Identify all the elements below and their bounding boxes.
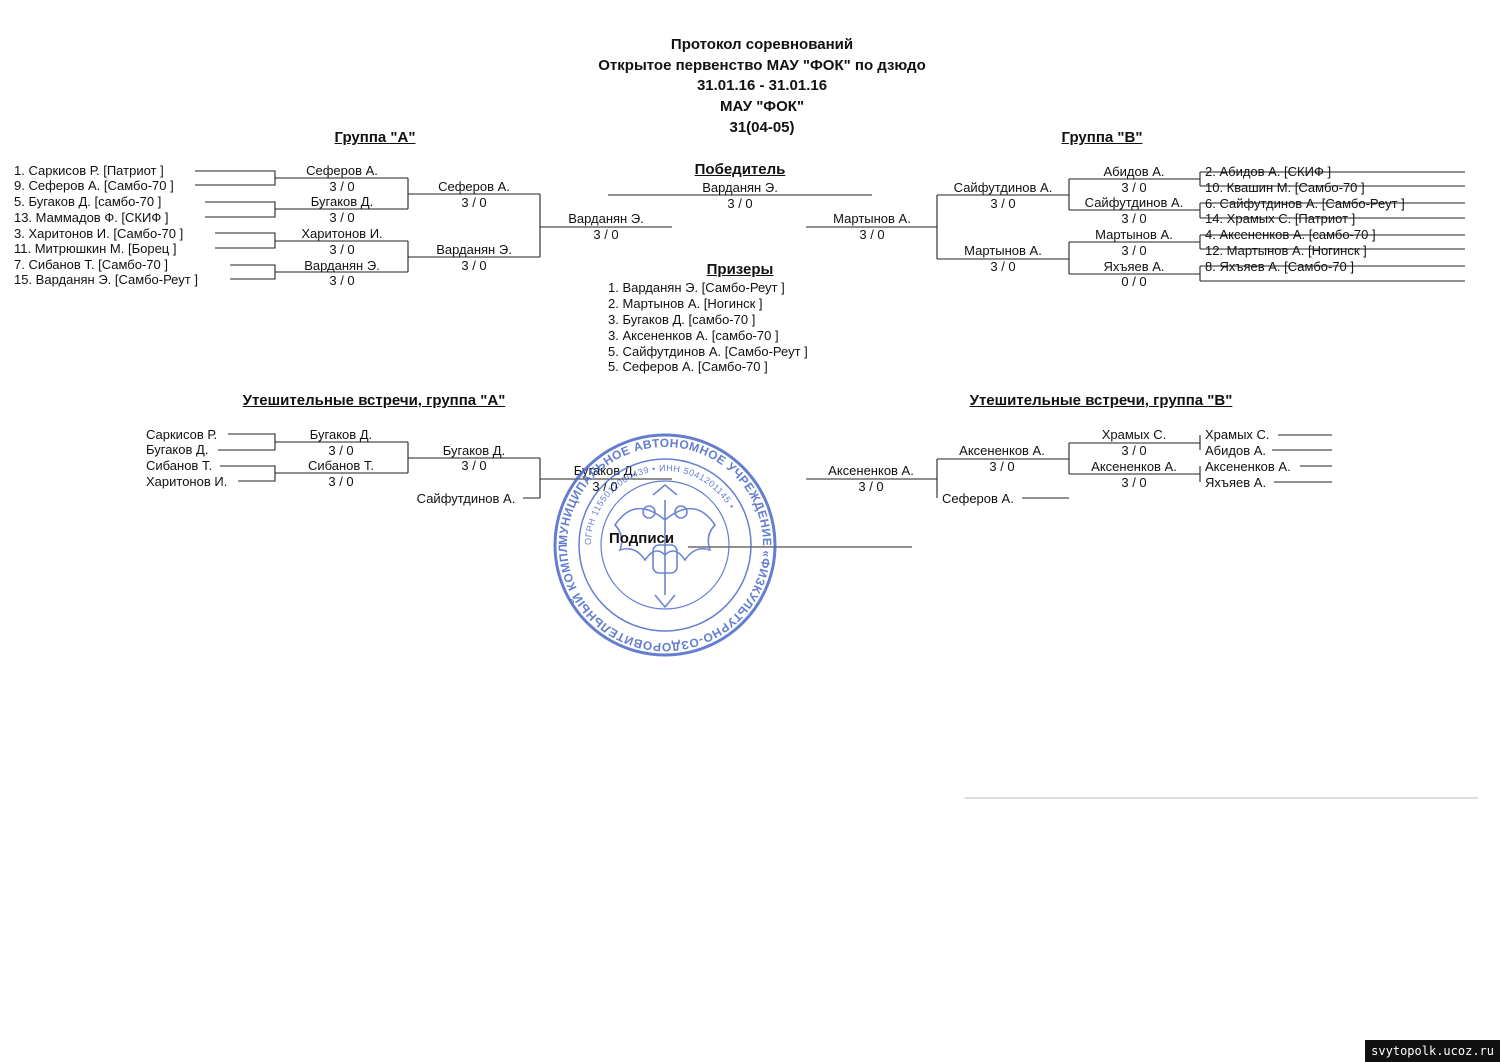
header-line-1: Протокол соревнований <box>670 36 854 53</box>
group-a-entrant: 9. Сеферов А. [Самбо-70 ] <box>14 178 174 193</box>
prize-item: 2. Мартынов А. [Ногинск ] <box>608 296 763 311</box>
match-score: 3 / 0 <box>329 179 355 194</box>
signatures-label: Подписи <box>609 530 675 547</box>
match-winner: Харитонов И. <box>301 226 383 241</box>
header-line-3: 31.01.16 - 31.01.16 <box>696 77 828 94</box>
group-a-entrant: 15. Варданян Э. [Самбо-Реут ] <box>14 272 198 287</box>
match-winner: Бугаков Д. <box>310 194 374 209</box>
match-score: 3 / 0 <box>1121 243 1147 258</box>
match-score: 3 / 0 <box>1121 180 1147 195</box>
consolation-entrant: Аксененков А. <box>1205 459 1291 474</box>
match-score: 0 / 0 <box>1121 274 1147 289</box>
group-b-entrant: 6. Сайфутдинов А. [Самбо-Реут ] <box>1205 196 1405 211</box>
bye-entrant: Сеферов А. <box>942 491 1014 506</box>
consolation-entrant: Абидов А. <box>1205 443 1266 458</box>
header-line-4: МАУ "ФОК" <box>719 98 805 115</box>
group-a-entrant: 3. Харитонов И. [Самбо-70 ] <box>14 226 184 241</box>
match-winner: Мартынов А. <box>1095 227 1173 242</box>
match-winner: Сибанов Т. <box>307 458 375 473</box>
group-b-entrant: 12. Мартынов А. [Ногинск ] <box>1205 243 1367 258</box>
consolation-entrant: Бугаков Д. <box>146 442 209 457</box>
winner-name: Варданян Э. <box>702 180 778 195</box>
match-score: 3 / 0 <box>461 195 487 210</box>
match-winner: Бугаков Д. <box>442 443 506 458</box>
group-a-entrant: 11. Митрюшкин М. [Борец ] <box>14 241 177 256</box>
match-score: 3 / 0 <box>1121 443 1147 458</box>
group-b-entrant: 2. Абидов А. [СКИФ ] <box>1205 164 1332 179</box>
match-score: 3 / 0 <box>328 474 354 489</box>
consolation-b-final-score: 3 / 0 <box>858 479 884 494</box>
header-line-5: 31(04-05) <box>729 119 795 136</box>
match-winner: Сайфутдинов А. <box>953 180 1053 195</box>
match-winner: Сеферов А. <box>438 179 510 194</box>
match-winner: Сайфутдинов А. <box>1084 195 1184 210</box>
group-a-entrant: 1. Саркисов Р. [Патриот ] <box>14 163 164 178</box>
consolation-entrant: Харитонов И. <box>146 474 228 489</box>
match-winner: Аксененков А. <box>1091 459 1177 474</box>
group-a-final-score: 3 / 0 <box>593 227 619 242</box>
group-b-entrant: 8. Яхъяев А. [Самбо-70 ] <box>1205 259 1355 274</box>
group-a-entrant: 5. Бугаков Д. [самбо-70 ] <box>14 194 162 209</box>
prize-item: 3. Бугаков Д. [самбо-70 ] <box>608 312 756 327</box>
match-score: 3 / 0 <box>329 210 355 225</box>
winner-score: 3 / 0 <box>727 196 753 211</box>
match-score: 3 / 0 <box>1121 211 1147 226</box>
match-winner: Бугаков Д. <box>309 427 373 442</box>
bye-entrant: Сайфутдинов А. <box>416 491 516 506</box>
winner-title: Победитель <box>694 161 786 178</box>
prize-item: 5. Сайфутдинов А. [Самбо-Реут ] <box>608 344 808 359</box>
consolation-entrant: Саркисов Р. <box>146 427 218 442</box>
match-score: 3 / 0 <box>990 259 1016 274</box>
match-score: 3 / 0 <box>329 273 355 288</box>
group-b-final-score: 3 / 0 <box>859 227 885 242</box>
prize-item: 5. Сеферов А. [Самбо-70 ] <box>608 359 768 374</box>
group-b-entrant: 10. Квашин М. [Самбо-70 ] <box>1205 180 1365 195</box>
prize-item: 3. Аксененков А. [самбо-70 ] <box>608 328 779 343</box>
match-score: 3 / 0 <box>990 196 1016 211</box>
group-b-entrant: 4. Аксененков А. [самбо-70 ] <box>1205 227 1376 242</box>
group-a-title: Группа "А" <box>334 129 416 146</box>
match-score: 3 / 0 <box>461 458 487 473</box>
prize-item: 1. Варданян Э. [Самбо-Реут ] <box>608 280 785 295</box>
official-stamp: МУНИЦИПАЛЬНОЕ АВТОНОМНОЕ УЧРЕЖДЕНИЕ «ФИЗ… <box>545 430 777 657</box>
consolation-entrant: Сибанов Т. <box>146 458 213 473</box>
consolation-a-title: Утешительные встречи, группа "А" <box>242 392 506 409</box>
consolation-b-title: Утешительные встречи, группа "В" <box>969 392 1233 409</box>
match-winner: Варданян Э. <box>436 242 512 257</box>
match-winner: Варданян Э. <box>304 258 380 273</box>
header-line-2: Открытое первенство МАУ "ФОК" по дзюдо <box>598 57 926 74</box>
group-b-title: Группа "В" <box>1061 129 1143 146</box>
match-winner: Яхъяев А. <box>1103 259 1165 274</box>
site-watermark: svytopolk.ucoz.ru <box>1365 1040 1500 1062</box>
match-winner: Сеферов А. <box>306 163 378 178</box>
group-b-entrant: 14. Храмых С. [Патриот ] <box>1205 211 1356 226</box>
match-winner: Аксененков А. <box>959 443 1045 458</box>
group-a-entrant: 7. Сибанов Т. [Самбо-70 ] <box>14 257 168 272</box>
match-score: 3 / 0 <box>1121 475 1147 490</box>
consolation-b-final-winner: Аксененков А. <box>828 463 914 478</box>
match-score: 3 / 0 <box>461 258 487 273</box>
eagle-emblem-icon <box>613 483 717 609</box>
group-a-entrant: 13. Маммадов Ф. [СКИФ ] <box>14 210 169 225</box>
group-b-final-winner: Мартынов А. <box>833 211 911 226</box>
consolation-entrant: Храмых С. <box>1205 427 1270 442</box>
match-winner: Храмых С. <box>1101 427 1167 442</box>
consolation-entrant: Яхъяев А. <box>1205 475 1267 490</box>
match-winner: Абидов А. <box>1103 164 1165 179</box>
match-score: 3 / 0 <box>328 443 354 458</box>
group-a-final-winner: Варданян Э. <box>568 211 644 226</box>
match-winner: Мартынов А. <box>964 243 1042 258</box>
match-score: 3 / 0 <box>989 459 1015 474</box>
prizes-title: Призеры <box>706 261 774 278</box>
match-score: 3 / 0 <box>329 242 355 257</box>
